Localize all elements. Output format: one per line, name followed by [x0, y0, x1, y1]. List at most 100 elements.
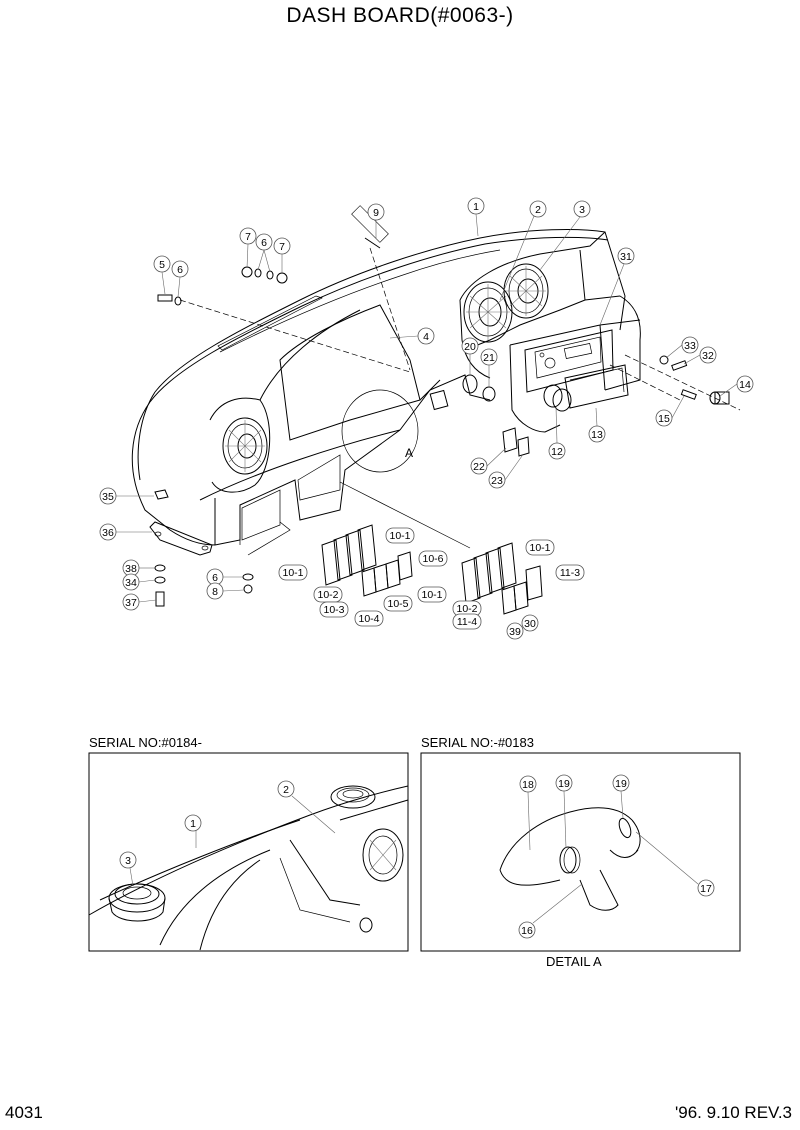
svg-text:35: 35 — [102, 491, 114, 503]
callout: 23 — [488, 471, 506, 489]
left-vent — [222, 417, 268, 475]
callout: 31 — [617, 247, 635, 265]
switch-bank-left — [321, 524, 413, 597]
svg-text:10-1: 10-1 — [529, 542, 550, 554]
callout: 39 — [506, 622, 524, 640]
callout: 10-6 — [418, 550, 448, 567]
svg-text:30: 30 — [524, 618, 536, 630]
svg-text:2: 2 — [535, 204, 541, 216]
svg-text:16: 16 — [521, 925, 533, 937]
svg-text:18: 18 — [522, 779, 534, 791]
detail-a-caption: DETAIL A — [546, 954, 602, 969]
page-title: DASH BOARD(#0063-) — [286, 4, 514, 27]
svg-text:20: 20 — [464, 341, 476, 353]
callout: 3 — [119, 851, 137, 869]
svg-text:7: 7 — [279, 241, 285, 253]
callout: 14 — [736, 375, 754, 393]
callout: 2 — [529, 200, 547, 218]
callout: 6 — [206, 568, 224, 586]
callout: 18 — [519, 775, 537, 793]
callout: 10-2 — [313, 586, 343, 603]
svg-text:6: 6 — [177, 264, 183, 276]
callout: 3 — [573, 200, 591, 218]
callout: 7 — [239, 227, 257, 245]
svg-text:2: 2 — [283, 784, 289, 796]
gauge-2 — [463, 281, 513, 343]
callout: 21 — [480, 348, 498, 366]
callout: 7 — [273, 237, 291, 255]
svg-text:8: 8 — [212, 586, 218, 598]
svg-text:6: 6 — [261, 237, 267, 249]
svg-text:34: 34 — [125, 577, 137, 589]
svg-text:37: 37 — [125, 597, 137, 609]
serial-caption-right: SERIAL NO:-#0183 — [421, 735, 534, 750]
callout: 19 — [612, 774, 630, 792]
callout: 11-4 — [452, 613, 482, 630]
dashboard-shell: A — [131, 205, 741, 615]
callout: 13 — [588, 425, 606, 443]
svg-text:21: 21 — [483, 352, 495, 364]
svg-text:9: 9 — [373, 207, 379, 219]
callout: 20 — [461, 337, 479, 355]
callout: 6 — [255, 233, 273, 251]
svg-text:39: 39 — [509, 626, 521, 638]
callout: 35 — [99, 487, 117, 505]
callout: 10-4 — [354, 610, 384, 627]
svg-text:10-5: 10-5 — [387, 598, 408, 610]
callout: 22 — [470, 457, 488, 475]
svg-text:10-1: 10-1 — [421, 589, 442, 601]
callout: 33 — [681, 336, 699, 354]
svg-text:13: 13 — [591, 429, 603, 441]
svg-text:33: 33 — [684, 340, 696, 352]
svg-text:14: 14 — [739, 379, 751, 391]
callout: 1 — [467, 197, 485, 215]
callout: 6 — [171, 260, 189, 278]
svg-text:4: 4 — [423, 331, 429, 343]
callout: 11-3 — [555, 564, 585, 581]
callout: 30 — [521, 614, 539, 632]
callout: 38 — [122, 559, 140, 577]
svg-text:10-6: 10-6 — [422, 553, 443, 565]
inset-left: 2 1 3 — [88, 752, 409, 952]
main-callouts: 9 1 2 3 7 6 7 5 6 31 4 33 32 14 20 21 15… — [99, 197, 754, 640]
callout: 4 — [417, 327, 435, 345]
callout: 10-1 — [525, 539, 555, 556]
callout: 16 — [518, 921, 536, 939]
svg-text:3: 3 — [579, 204, 585, 216]
svg-text:10-2: 10-2 — [317, 589, 338, 601]
callout: 10-5 — [383, 595, 413, 612]
svg-text:19: 19 — [615, 778, 627, 790]
svg-text:10-1: 10-1 — [282, 567, 303, 579]
svg-text:22: 22 — [473, 461, 485, 473]
detail-a-marker: A — [405, 446, 413, 460]
svg-text:10-1: 10-1 — [389, 530, 410, 542]
callout: 19 — [555, 774, 573, 792]
svg-text:12: 12 — [551, 446, 563, 458]
callout: 10-1 — [417, 586, 447, 603]
gauge-3 — [503, 263, 549, 319]
svg-text:6: 6 — [212, 572, 218, 584]
svg-text:11-3: 11-3 — [560, 567, 580, 579]
svg-text:23: 23 — [491, 475, 503, 487]
svg-text:3: 3 — [125, 855, 131, 867]
callout: 2 — [277, 780, 295, 798]
svg-text:11-4: 11-4 — [457, 616, 477, 628]
svg-text:19: 19 — [558, 778, 570, 790]
svg-text:10-4: 10-4 — [358, 613, 379, 625]
leader-lines — [116, 213, 738, 603]
svg-text:17: 17 — [700, 883, 712, 895]
callout: 10-3 — [319, 601, 349, 618]
svg-text:5: 5 — [159, 259, 165, 271]
callout: 12 — [548, 442, 566, 460]
callout: 36 — [99, 523, 117, 541]
svg-text:38: 38 — [125, 563, 137, 575]
callout: 32 — [699, 346, 717, 364]
switch-bank-right — [461, 542, 543, 615]
callout: 10-1 — [385, 527, 415, 544]
svg-text:31: 31 — [620, 251, 632, 263]
callout: 17 — [697, 879, 715, 897]
callout: 1 — [184, 814, 202, 832]
callout: 37 — [122, 593, 140, 611]
callout: 8 — [206, 582, 224, 600]
svg-text:10-2: 10-2 — [456, 603, 477, 615]
